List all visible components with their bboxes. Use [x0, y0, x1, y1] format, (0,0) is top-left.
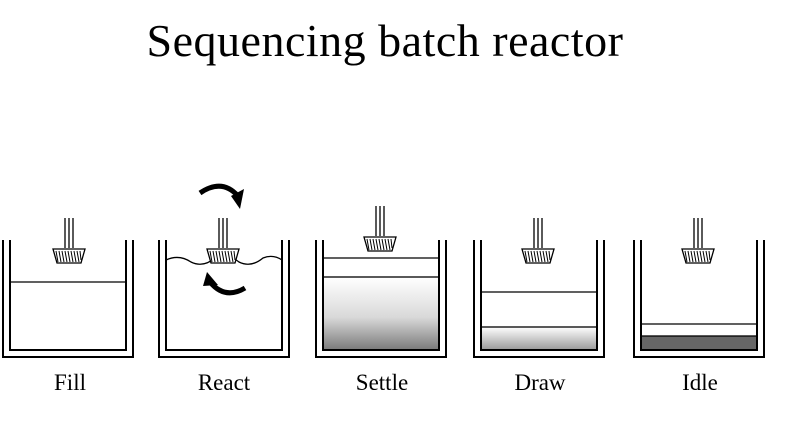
mixer-icon — [206, 217, 240, 264]
stage-fill — [2, 217, 134, 358]
sludge-layer — [480, 326, 598, 351]
stage-label-fill: Fill — [54, 370, 86, 395]
stage-label-react: React — [198, 370, 251, 395]
stage-label-idle: Idle — [682, 370, 718, 395]
diagram-title: Sequencing batch reactor — [146, 15, 624, 66]
mixer-icon — [363, 205, 397, 252]
stage-label-draw: Draw — [514, 370, 565, 395]
stage-label-settle: Settle — [356, 370, 408, 395]
mixer-icon — [52, 217, 86, 264]
stage-draw — [473, 217, 605, 358]
settling-sludge-layer — [322, 276, 440, 351]
mixer-icon — [521, 217, 555, 264]
stage-settle — [315, 205, 447, 358]
stage-idle — [633, 217, 765, 358]
sludge-layer — [640, 335, 758, 351]
stage-react — [158, 217, 290, 358]
rotation-arrow-top-icon — [198, 183, 244, 209]
mixer-icon — [681, 217, 715, 264]
rotation-arrow-bottom-icon — [203, 272, 247, 296]
